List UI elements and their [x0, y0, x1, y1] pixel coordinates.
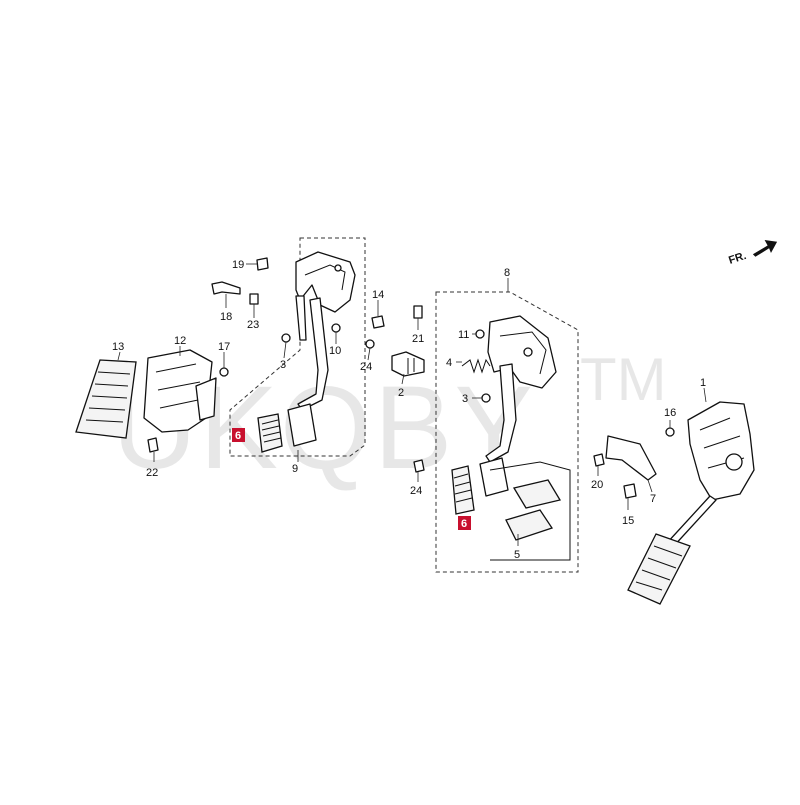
- direction-label: FR.: [727, 250, 748, 267]
- pad-cover-texture-center: [453, 473, 473, 503]
- callout-4: 4: [446, 357, 452, 369]
- bracket-pivot-center: [523, 347, 533, 357]
- pad-cover-texture-left: [261, 419, 282, 443]
- bracket-bolt-left: [334, 264, 342, 272]
- clip-11: [475, 329, 485, 339]
- return-spring-4: [461, 358, 491, 374]
- bolt-19: [256, 257, 269, 271]
- bolt-21: [413, 305, 423, 319]
- accelerator-pad: [627, 533, 691, 605]
- bracket-7: [605, 435, 657, 481]
- pedal-pad-left: [287, 403, 317, 447]
- bolt-15: [623, 483, 637, 499]
- watermark-tm: TM: [580, 346, 667, 413]
- highlight-box-6-center: [458, 516, 471, 530]
- bolt-20: [593, 453, 605, 467]
- callout-13: 13: [112, 341, 124, 353]
- clip-3-left: [281, 333, 291, 343]
- nut-17: [219, 367, 229, 377]
- highlight-callout-6-center: 6: [458, 516, 471, 530]
- callout-6-left: 6: [235, 430, 241, 442]
- pedal-pad-center: [479, 457, 509, 497]
- callout-6-center: 6: [461, 518, 467, 530]
- bracket-7-group: [593, 435, 657, 499]
- bracket-12: [143, 349, 229, 453]
- bracket-12-ribs: [155, 363, 201, 409]
- callout-24-left: 24: [360, 361, 372, 373]
- accelerator-pedal-1: [627, 401, 755, 605]
- callout-22: 22: [146, 467, 158, 479]
- pedal-arm-left-rear: [295, 295, 307, 341]
- callout-8: 8: [504, 267, 510, 279]
- callout-19: 19: [232, 259, 244, 271]
- bracket-12-side: [195, 377, 217, 421]
- highlight-callout-6-left: 6: [232, 428, 245, 442]
- callout-7: 7: [650, 493, 656, 505]
- callout-12: 12: [174, 335, 186, 347]
- clip-10: [331, 323, 341, 333]
- callout-16: 16: [664, 407, 676, 419]
- callout-2: 2: [398, 387, 404, 399]
- callout-20: 20: [591, 479, 603, 491]
- nut-23: [249, 293, 259, 305]
- switch-2: [391, 351, 425, 377]
- leader-lines: [117, 263, 707, 546]
- callout-11: 11: [458, 329, 469, 341]
- bolt-22: [147, 437, 159, 453]
- callout-18: 18: [220, 311, 232, 323]
- stopper-14: [371, 315, 385, 329]
- nut-16: [665, 427, 675, 437]
- pedal-bracket-center: [487, 315, 557, 389]
- nut-24-left: [365, 339, 375, 349]
- callout-5: 5: [514, 549, 520, 561]
- foot-rest-pad: [75, 359, 137, 439]
- foot-rest-13: [75, 359, 137, 439]
- callout-9: 9: [292, 463, 298, 475]
- bracket-detail-center: [499, 331, 547, 375]
- callout-21: 21: [412, 333, 424, 345]
- switch-detail: [407, 358, 415, 374]
- arrow-right-icon: [752, 239, 778, 257]
- nut-24-center: [413, 459, 425, 473]
- clip-3-center: [481, 393, 491, 403]
- callout-17: 17: [218, 341, 230, 353]
- callout-14: 14: [372, 289, 384, 301]
- highlight-box-6-left: [232, 428, 245, 442]
- callout-10: 10: [329, 345, 341, 357]
- callout-labels: 19 18 23 3 10 14 24 2 9 12 13 17 22 6 21…: [112, 259, 706, 561]
- clutch-pedal-group: [211, 237, 385, 457]
- callout-15: 15: [622, 515, 634, 527]
- pedal-pad-cover-left: [257, 413, 283, 453]
- insert-frame-5: [489, 461, 571, 561]
- callout-3-center: 3: [462, 393, 468, 405]
- callout-3-left: 3: [280, 359, 286, 371]
- pad-5-bottom: [505, 509, 554, 541]
- accelerator-pad-texture: [635, 545, 683, 591]
- callout-23: 23: [247, 319, 259, 331]
- accelerator-pivot: [725, 453, 743, 471]
- brake-pedal-group: [413, 291, 579, 573]
- pad-5-top: [512, 479, 562, 509]
- group-boundary-8: [435, 291, 579, 573]
- front-direction-indicator: FR.: [727, 239, 778, 267]
- callout-24-center: 24: [410, 485, 422, 497]
- callout-1: 1: [700, 377, 706, 389]
- group-boundary-9: [229, 237, 366, 457]
- accelerator-module: [687, 401, 755, 501]
- foot-rest-texture: [85, 371, 131, 423]
- bolt-18: [211, 281, 241, 295]
